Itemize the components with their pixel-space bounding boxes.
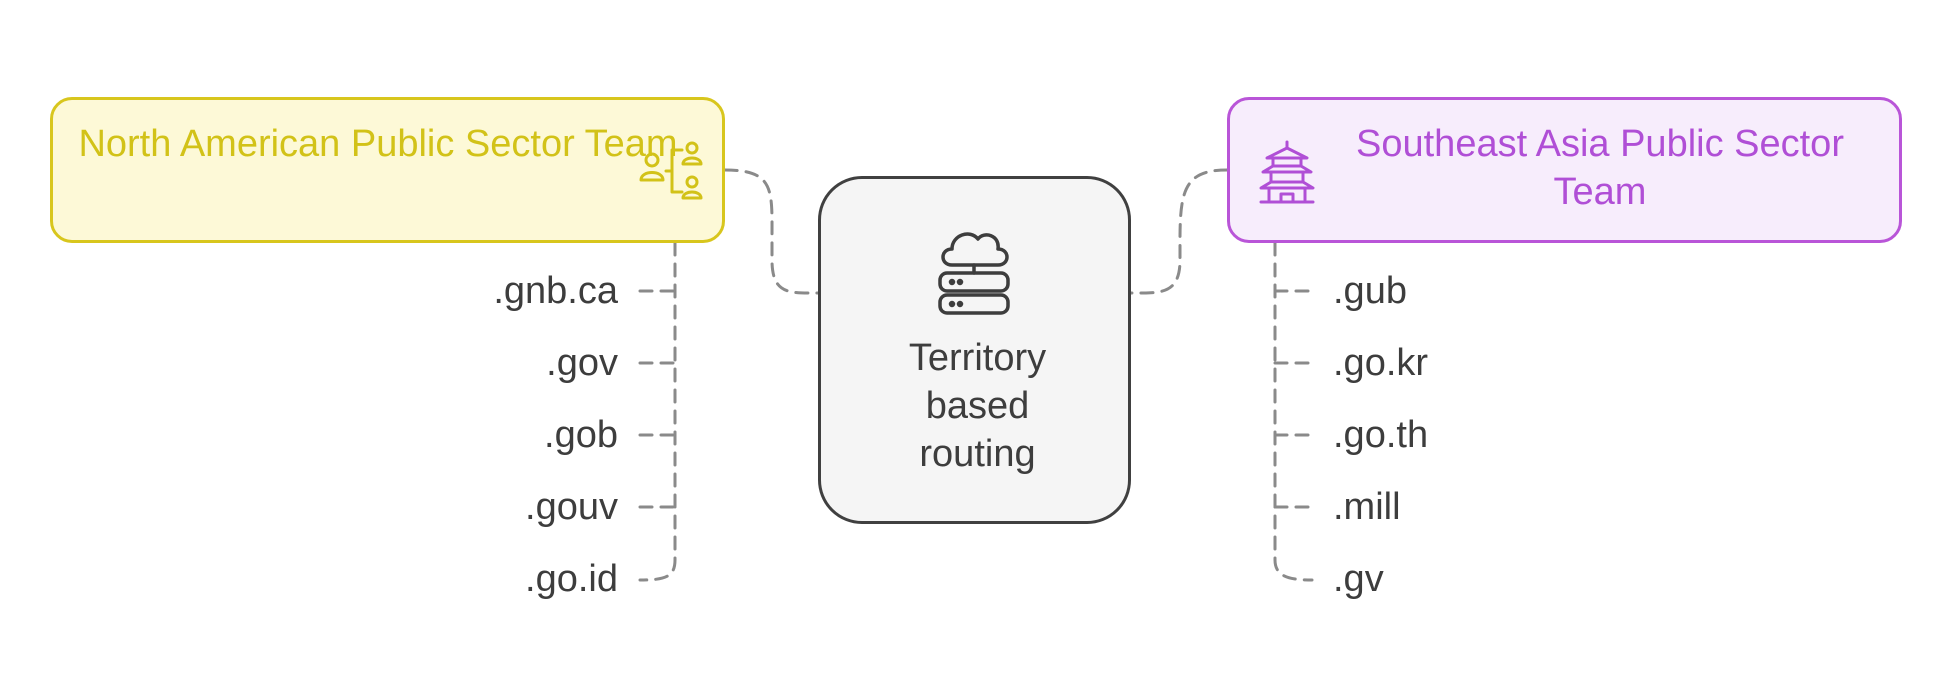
na-domain-item: .go.id: [525, 558, 618, 600]
cloud-server-icon: [938, 232, 1010, 315]
center-label: Territory based routing: [821, 334, 1134, 478]
connector-na-center: [723, 168, 820, 295]
na-domain-item: .gob: [544, 414, 618, 456]
na-domain-item: .gouv: [525, 486, 618, 528]
southeast-asia-team-node: Southeast Asia Public Sector Team: [1227, 97, 1902, 243]
sea-domain-item: .mill: [1333, 486, 1401, 528]
sea-domain-item: .gv: [1333, 558, 1384, 600]
team-hierarchy-icon: [639, 141, 703, 200]
southeast-asia-team-title: Southeast Asia Public Sector Team: [1356, 123, 1844, 213]
connector-na-spine: [638, 241, 677, 582]
sea-domain-item: .go.th: [1333, 414, 1429, 456]
na-domain-item: .gnb.ca: [493, 270, 618, 312]
territory-routing-node: Territory based routing: [818, 176, 1131, 524]
na-domain-item: .gov: [546, 342, 618, 384]
connector-sea-center: [1129, 168, 1229, 295]
north-america-team-node: North American Public Sector Team: [50, 97, 725, 243]
north-america-team-title: North American Public Sector Team: [78, 123, 678, 165]
center-label-line-3: routing: [919, 433, 1036, 475]
center-label-line-1: Territory: [908, 337, 1047, 379]
center-label-line-2: based: [925, 385, 1030, 427]
connector-sea-spine: [1273, 241, 1314, 582]
pagoda-icon: [1259, 140, 1315, 204]
sea-domain-item: .gub: [1333, 270, 1407, 312]
sea-domain-item: .go.kr: [1333, 342, 1429, 384]
